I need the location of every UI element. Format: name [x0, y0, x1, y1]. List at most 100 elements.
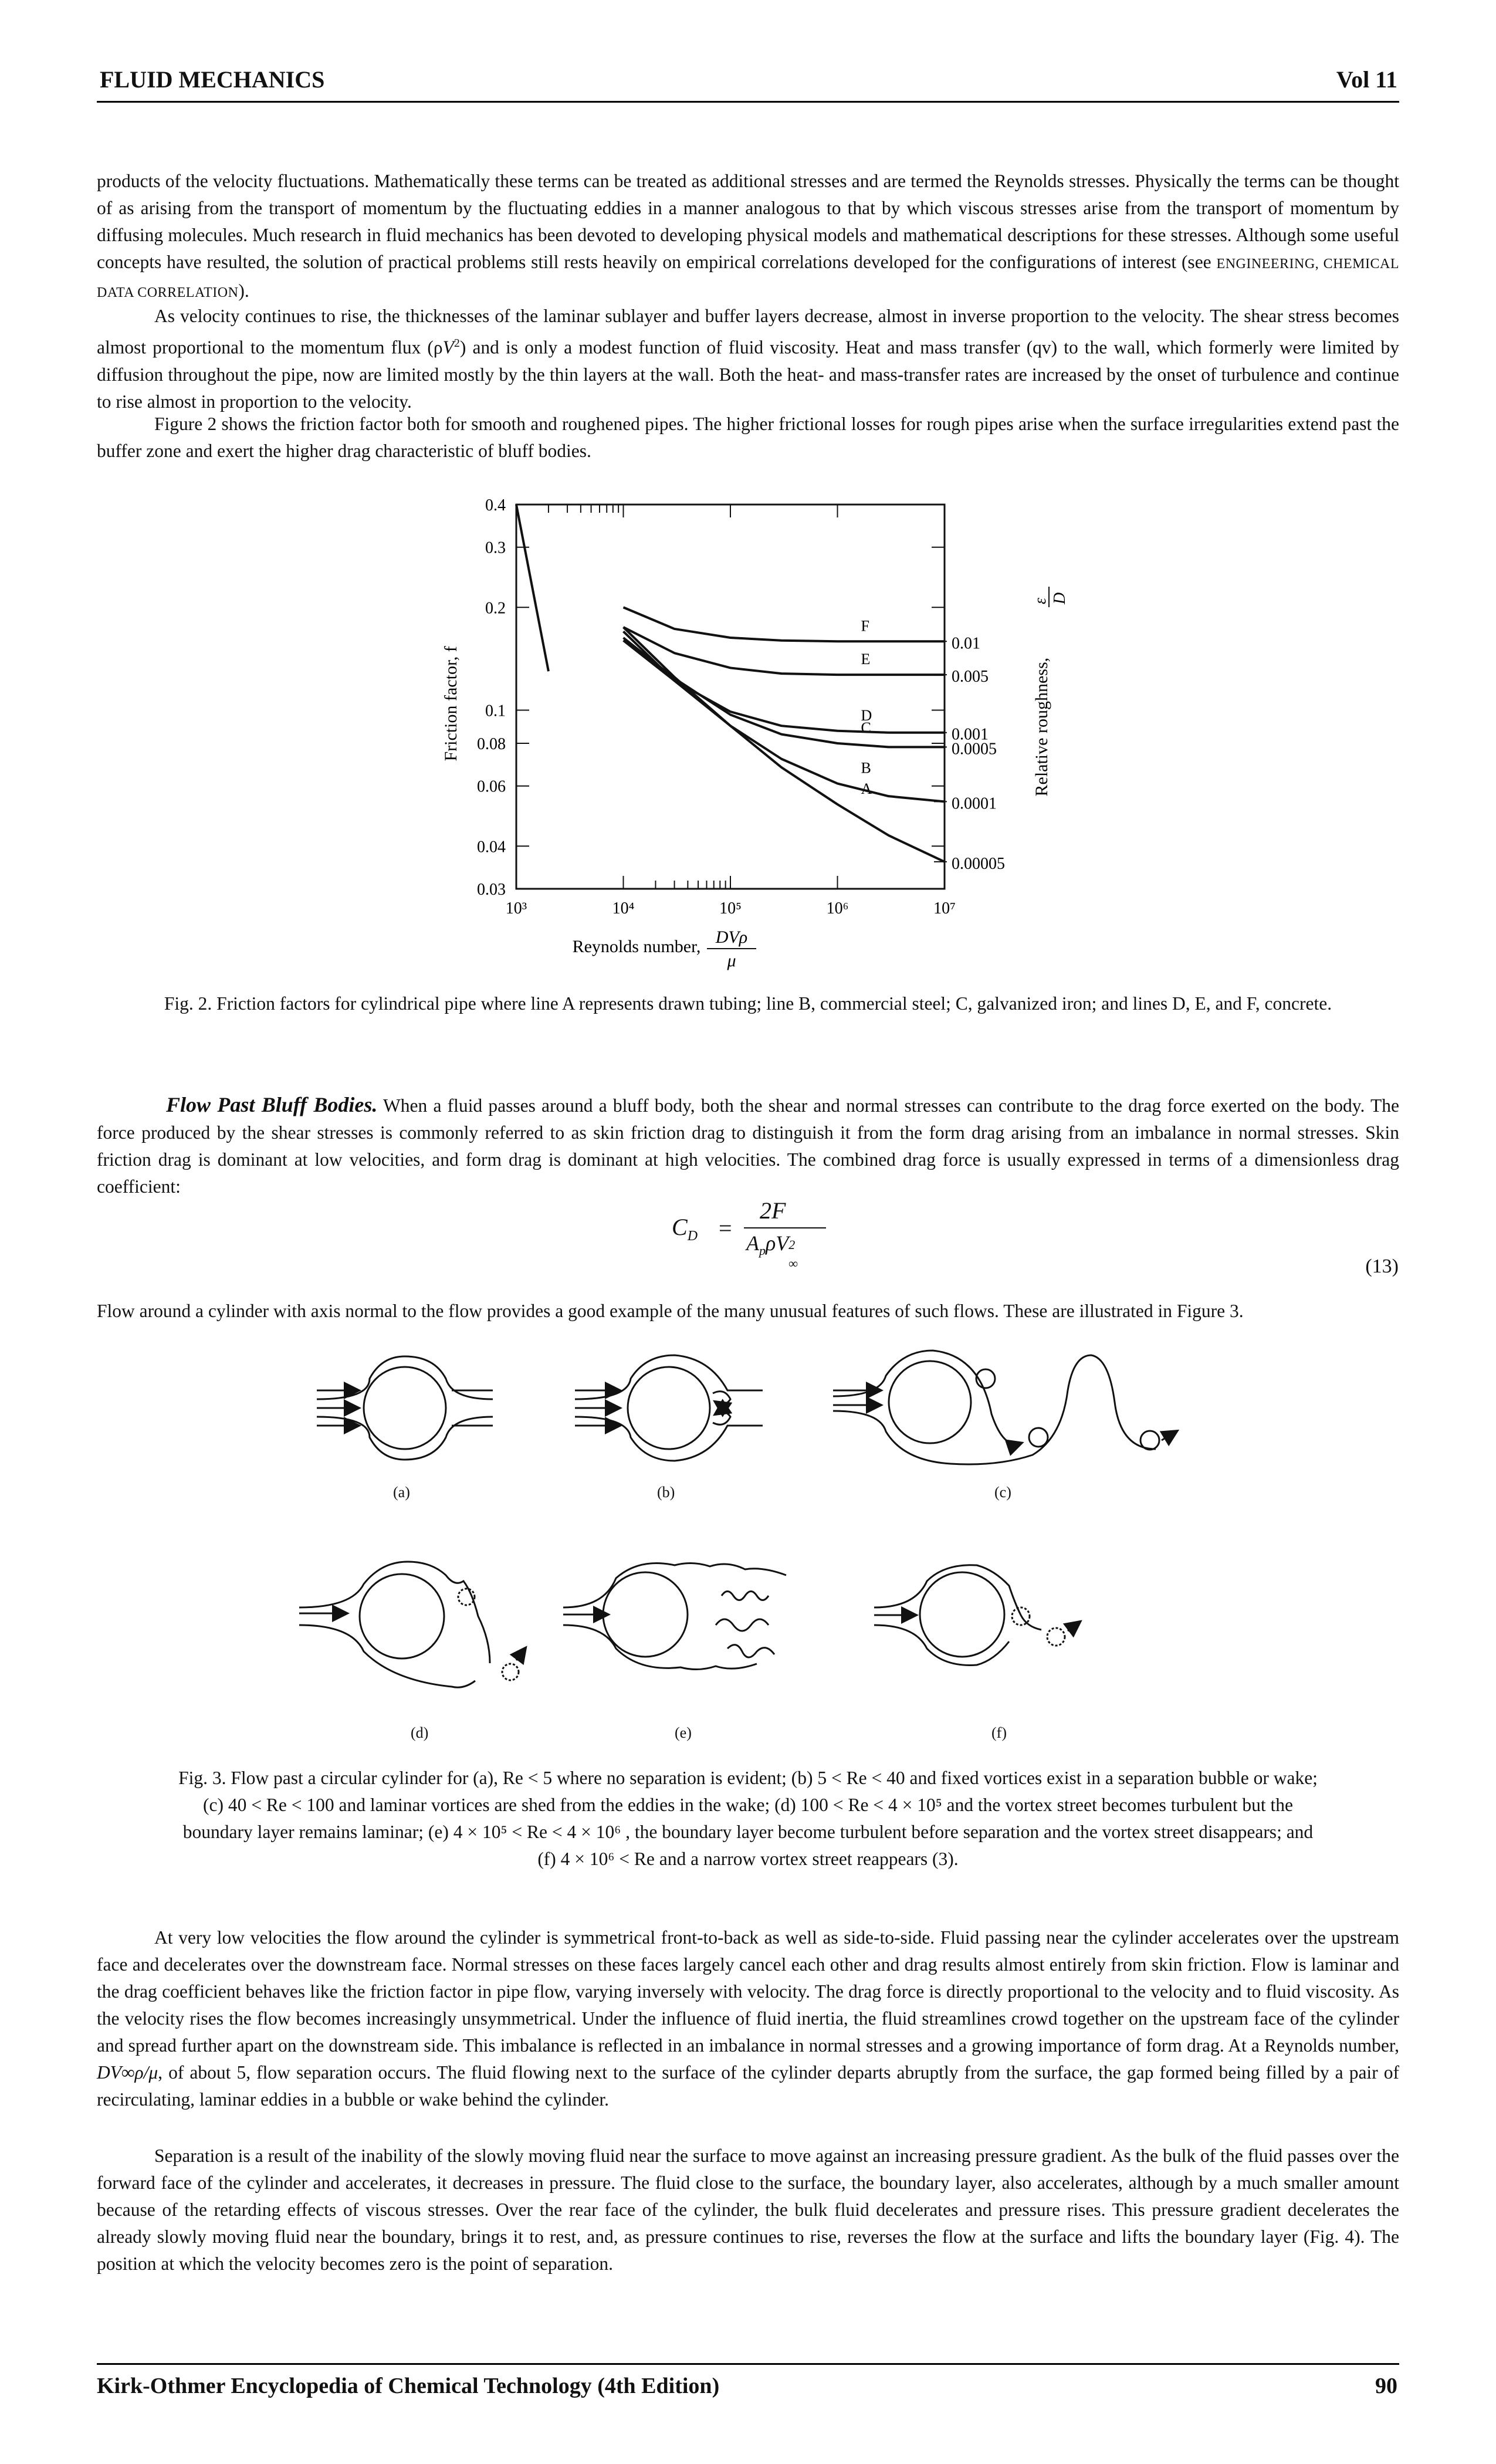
footer-rule — [97, 2363, 1399, 2365]
x-tick-label: 10⁴ — [612, 899, 635, 918]
velocity-symbol: V — [442, 337, 454, 358]
cylinder-f — [919, 1571, 1006, 1658]
eq-fraction-bar — [744, 1227, 826, 1228]
roughness-label-E: 0.005 — [952, 668, 989, 686]
panel-f-diagram — [874, 1564, 1082, 1666]
paragraph-cylinder-intro: Flow around a cylinder with axis normal … — [97, 1301, 1244, 1321]
series-line-B — [622, 630, 945, 803]
panel-c-diagram — [832, 1349, 1180, 1465]
x-axis-formula-num: DVρ — [715, 928, 747, 947]
figure-3-caption: Fig. 3. Flow past a circular cylinder fo… — [97, 1765, 1399, 1873]
wake-e-1 — [720, 1590, 770, 1601]
x-axis-formula-den: μ — [726, 951, 736, 970]
arrow-f-out — [1062, 1620, 1082, 1638]
paragraph-text-end: ) and is only a modest function of fluid… — [97, 337, 1399, 412]
y-tick-label: 0.4 — [485, 496, 506, 515]
series-line-F — [622, 606, 945, 643]
series-label-E: E — [861, 651, 871, 668]
x-tick-label: 10⁶ — [827, 899, 849, 918]
paragraph-low-velocity-flow: At very low velocities the flow around t… — [97, 1924, 1399, 2113]
cylinder-flow-figure: (a) (b) (c) (d) (e) (f) — [299, 1349, 1180, 1741]
eq-den-sub: p — [759, 1243, 766, 1258]
y-tick-label: 0.08 — [477, 735, 506, 753]
fig3-caption-line-2: (c) 40 < Re < 100 and laminar vortices a… — [202, 1795, 1294, 1815]
section-heading: Flow Past Bluff Bodies. — [166, 1093, 378, 1116]
streamline-b-bottom — [574, 1416, 763, 1462]
paragraph-text: products of the velocity fluctuations. M… — [97, 171, 1399, 272]
roughness-label-F: 0.01 — [952, 634, 980, 652]
paragraph-text: As velocity continues to rise, the thick… — [97, 306, 1399, 358]
fig3-caption-line-1: Fig. 3. Flow past a circular cylinder fo… — [178, 1768, 1318, 1788]
cylinder-c — [888, 1360, 972, 1444]
vortex-c-1 — [975, 1368, 996, 1389]
paragraph-figure2-intro: Figure 2 shows the friction factor both … — [97, 414, 1399, 461]
y-tick-label: 0.2 — [485, 599, 506, 617]
y2-axis-label: Relative roughness, — [1032, 658, 1051, 797]
paragraph-bluff-bodies: Flow Past Bluff Bodies. When a fluid pas… — [97, 1091, 1399, 1200]
series-line-E — [622, 626, 945, 676]
cylinder-e — [602, 1571, 689, 1658]
y-tick-label: 0.1 — [485, 702, 506, 720]
panel-label-e: (e) — [675, 1724, 692, 1741]
y2-axis-formula-num: ε — [1031, 598, 1050, 604]
equation-number: (13) — [1365, 1255, 1399, 1277]
vortex-f-2 — [1046, 1627, 1066, 1647]
y-tick-label: 0.04 — [477, 838, 506, 856]
panel-a-diagram — [316, 1355, 493, 1461]
panel-e-diagram — [563, 1562, 787, 1670]
eq-lhs-subscript: D — [687, 1228, 698, 1244]
streamline-c-bottom — [832, 1354, 1156, 1465]
streamline-f-top — [874, 1564, 1042, 1631]
arrow-c-out — [1159, 1429, 1180, 1447]
x-tick-label: 10³ — [506, 899, 527, 918]
paragraph-text-end: , of about 5, flow separation occurs. Th… — [97, 2062, 1399, 2110]
eq-lhs-symbol: C — [672, 1214, 688, 1240]
series-line-D — [622, 639, 945, 734]
streamline-a-bottom — [316, 1416, 493, 1461]
panel-label-b: (b) — [657, 1484, 675, 1501]
eq-equals: = — [719, 1215, 732, 1241]
eq-lhs: CD — [672, 1213, 698, 1244]
panel-label-c: (c) — [994, 1484, 1011, 1501]
y2-axis-formula-den: D — [1051, 593, 1069, 605]
eq-den-infinity: ∞ — [788, 1256, 798, 1271]
roughness-label-A: 0.00005 — [952, 855, 1005, 873]
running-header-volume: Vol 11 — [1336, 66, 1397, 93]
series-line-laminar — [515, 504, 550, 672]
footer-book-title: Kirk-Othmer Encyclopedia of Chemical Tec… — [97, 2374, 720, 2398]
eq-den-sup: 2 — [788, 1237, 796, 1252]
vortex-b-upper — [712, 1390, 733, 1417]
y-tick-label: 0.3 — [485, 539, 506, 557]
paragraph-text: When a fluid passes around a bluff body,… — [97, 1095, 1400, 1197]
roughness-label-B: 0.0001 — [952, 794, 997, 813]
series-label-D: D — [861, 707, 872, 724]
cylinder-b — [627, 1366, 711, 1450]
y-tick-label: 0.06 — [477, 778, 506, 796]
streamline-e-bottom — [563, 1624, 757, 1670]
panel-d-diagram — [299, 1561, 527, 1688]
series-line-A — [622, 626, 945, 863]
paragraph-velocity-rise: As velocity continues to rise, the thick… — [97, 303, 1399, 415]
cylinder-a — [363, 1366, 447, 1450]
series-label-F: F — [861, 617, 869, 634]
panel-label-d: (d) — [411, 1724, 428, 1741]
vortex-d-1 — [457, 1588, 476, 1606]
y-tick-label: 0.03 — [477, 881, 506, 899]
y-axis-label: Friction factor, f — [441, 646, 461, 761]
fig3-caption-line-3: boundary layer remains laminar; (e) 4 × … — [182, 1822, 1314, 1842]
paragraph-text: At very low velocities the flow around t… — [97, 1927, 1399, 2056]
streamline-c-top — [832, 1349, 1024, 1456]
cross-reference-link[interactable]: Engineering, Chemical Data Correlation — [97, 256, 1399, 300]
vortex-c-3 — [1139, 1430, 1160, 1451]
eq-den-rho-v: ρV — [766, 1231, 789, 1255]
running-header-title: FLUID MECHANICS — [100, 66, 325, 93]
cylinder-d — [358, 1573, 445, 1660]
streamline-d-top — [299, 1561, 491, 1664]
footer-page-number: 90 — [1375, 2374, 1397, 2398]
x-tick-label: 10⁷ — [933, 899, 956, 918]
vortex-f-1 — [1011, 1606, 1031, 1626]
superscript: 2 — [453, 337, 460, 350]
wake-e-2 — [715, 1618, 770, 1632]
